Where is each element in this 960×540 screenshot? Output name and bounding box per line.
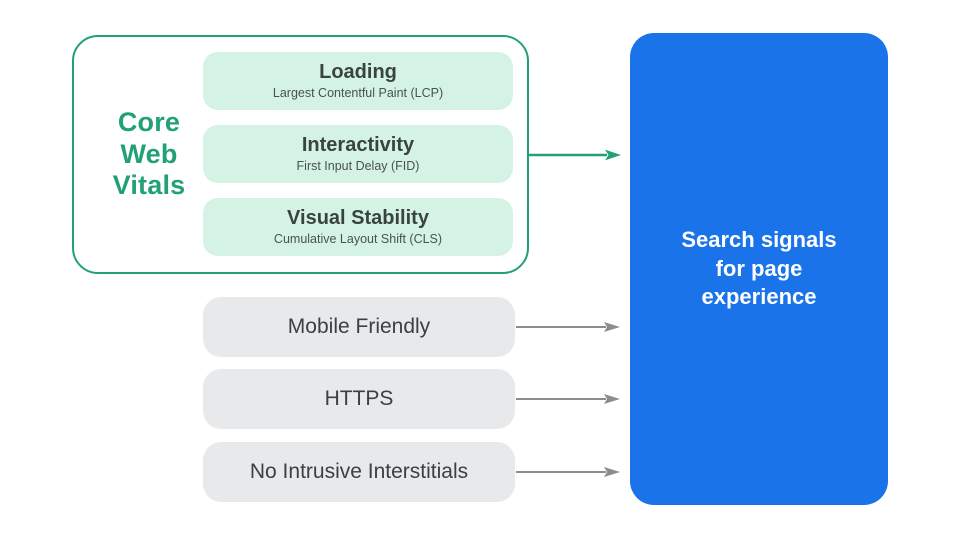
search-signals-box: Search signals for page experience: [630, 33, 888, 505]
cwv-pill-visual-stability: Visual Stability Cumulative Layout Shift…: [203, 198, 513, 256]
arrow-core-web-vitals-to-search-signals: [529, 149, 621, 161]
signal-pill-no-intrusive-interstitials-label: No Intrusive Interstitials: [249, 460, 469, 483]
search-signals-label: Search signals for page experience: [681, 227, 837, 310]
arrow-https-to-search-signals: [516, 394, 620, 404]
signal-pill-https: HTTPS: [203, 369, 515, 429]
cwv-pill-visual-stability-title: Visual Stability: [287, 207, 429, 229]
arrow-mobile-friendly-to-search-signals: [516, 322, 620, 332]
cwv-pill-interactivity-subtitle: First Input Delay (FID): [296, 159, 420, 173]
cwv-pill-loading: Loading Largest Contentful Paint (LCP): [203, 52, 513, 110]
cwv-pill-loading-subtitle: Largest Contentful Paint (LCP): [272, 86, 444, 100]
signal-pill-mobile-friendly-label: Mobile Friendly: [287, 315, 431, 338]
core-web-vitals-label: Core Web Vitals: [112, 106, 186, 201]
core-web-vitals-group: Core Web Vitals Loading Largest Contentf…: [72, 35, 529, 274]
signal-pill-https-label: HTTPS: [324, 387, 394, 410]
cwv-pill-interactivity: Interactivity First Input Delay (FID): [203, 125, 513, 183]
cwv-pill-visual-stability-subtitle: Cumulative Layout Shift (CLS): [273, 232, 443, 246]
arrow-no-intrusive-interstitials-to-search-signals: [516, 467, 620, 477]
cwv-pill-interactivity-title: Interactivity: [301, 134, 415, 156]
signal-pill-no-intrusive-interstitials: No Intrusive Interstitials: [203, 442, 515, 502]
signal-pill-mobile-friendly: Mobile Friendly: [203, 297, 515, 357]
cwv-pill-loading-title: Loading: [319, 61, 397, 83]
